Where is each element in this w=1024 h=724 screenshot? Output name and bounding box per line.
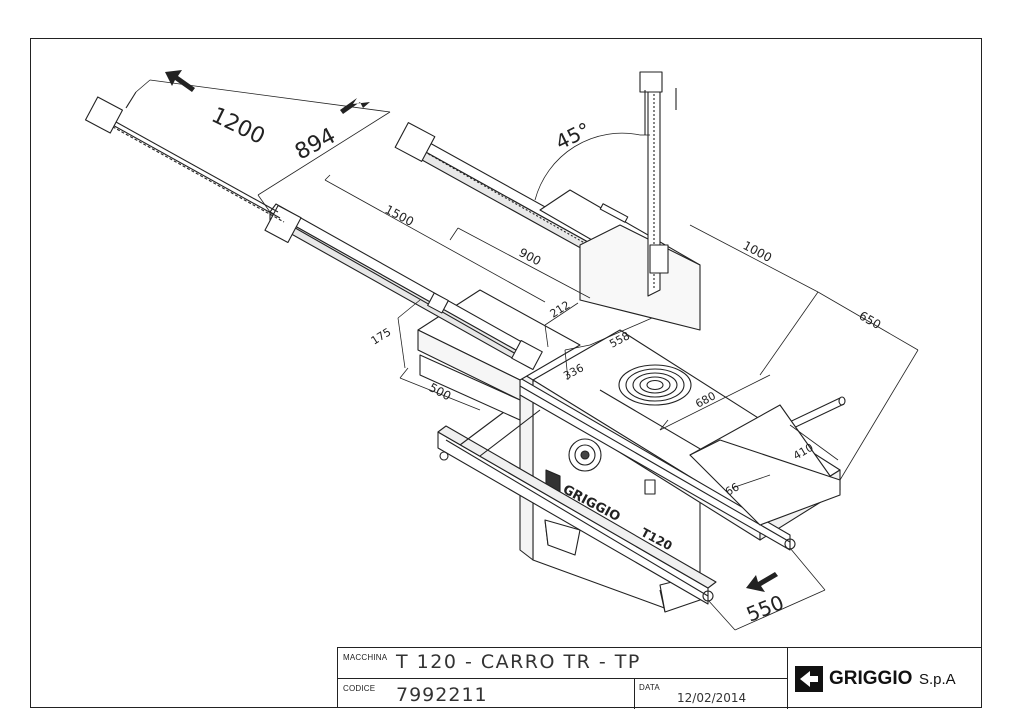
drawing-frame bbox=[30, 38, 982, 708]
data-label: DATA bbox=[639, 683, 660, 692]
dim-66: 66 bbox=[723, 480, 742, 498]
griggio-logo-icon bbox=[795, 666, 823, 692]
spindle-rings bbox=[618, 364, 692, 406]
dim-175: 175 bbox=[369, 325, 394, 347]
arrow-up-right-icon bbox=[340, 98, 370, 114]
dim-1200: 1200 bbox=[207, 103, 268, 150]
vertical-post bbox=[639, 71, 677, 297]
arrow-down-left-icon bbox=[746, 572, 778, 592]
codice-label: CODICE bbox=[343, 684, 376, 693]
dim-550: 550 bbox=[743, 590, 787, 627]
title-block: MACCHINA T 120 - CARRO TR - TP CODICE 79… bbox=[337, 647, 983, 709]
macchina-value: T 120 - CARRO TR - TP bbox=[396, 651, 641, 673]
macchina-label: MACCHINA bbox=[343, 653, 388, 662]
data-cell: DATA 12/02/2014 bbox=[635, 679, 788, 709]
dim-212: 212 bbox=[548, 298, 573, 320]
dim-1000: 1000 bbox=[741, 238, 775, 265]
dim-900: 900 bbox=[517, 245, 544, 268]
dim-45: 45° bbox=[552, 117, 594, 154]
company-cell: GRIGGIO S.p.A bbox=[788, 648, 983, 709]
dimension-lines bbox=[135, 79, 919, 631]
company-name: GRIGGIO bbox=[829, 668, 913, 689]
telescopic-bar bbox=[84, 91, 285, 223]
arrow-up-left-icon bbox=[165, 70, 195, 92]
direction-arrows bbox=[165, 70, 778, 592]
codice-cell: CODICE 7992211 bbox=[338, 679, 635, 709]
right-table-top bbox=[689, 439, 841, 526]
long-fence bbox=[264, 203, 543, 371]
dim-1500: 1500 bbox=[383, 202, 417, 229]
macchina-cell: MACCHINA T 120 - CARRO TR - TP bbox=[338, 648, 788, 679]
handwheel bbox=[568, 438, 656, 495]
codice-value: 7992211 bbox=[396, 684, 488, 706]
dim-650: 650 bbox=[857, 308, 884, 332]
data-value: 12/02/2014 bbox=[677, 691, 747, 705]
company-suffix: S.p.A bbox=[919, 671, 956, 688]
sliding-rail bbox=[437, 399, 717, 605]
